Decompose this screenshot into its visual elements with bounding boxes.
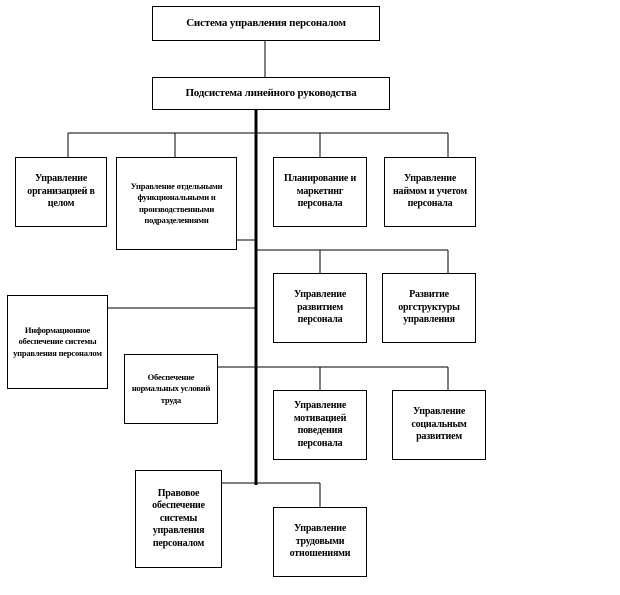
node-subsystem-label: Подсистема линейного руководства [185, 86, 357, 99]
node-org-mgmt: Управление организацией в целом [15, 157, 107, 227]
node-development-label: Управление развитием персонала [293, 289, 347, 326]
node-hiring: Управление наймом и учетом персонала [384, 157, 476, 227]
node-structure: Развитие оргструктуры управления [382, 273, 476, 343]
node-hiring-label: Управление наймом и учетом персонала [392, 173, 468, 210]
node-conditions: Обеспечение нормальных условий труда [124, 354, 218, 424]
node-planning-label: Планирование и маркетинг персонала [283, 173, 357, 210]
node-planning: Планирование и маркетинг персонала [273, 157, 367, 227]
node-legal: Правовое обеспечение системы управления … [135, 470, 222, 568]
node-structure-label: Развитие оргструктуры управления [398, 289, 460, 326]
node-motivation-label: Управление мотивацией поведения персонал… [293, 400, 347, 449]
node-func-mgmt: Управление отдельными функциональными и … [116, 157, 237, 250]
node-root: Система управления персоналом [152, 6, 380, 41]
node-org-mgmt-label: Управление организацией в целом [27, 173, 95, 210]
node-conditions-label: Обеспечение нормальных условий труда [131, 372, 211, 405]
node-legal-label: Правовое обеспечение системы управления … [152, 487, 205, 549]
node-development: Управление развитием персонала [273, 273, 367, 343]
node-root-label: Система управления персоналом [186, 16, 346, 29]
node-info-label: Информационное обеспечение системы управ… [13, 325, 102, 358]
node-func-mgmt-label: Управление отдельными функциональными и … [130, 181, 223, 225]
node-info: Информационное обеспечение системы управ… [7, 295, 108, 389]
node-labor-label: Управление трудовыми отношениями [289, 523, 351, 560]
node-subsystem: Подсистема линейного руководства [152, 77, 390, 110]
node-social: Управление социальным развитием [392, 390, 486, 460]
node-labor: Управление трудовыми отношениями [273, 507, 367, 577]
node-motivation: Управление мотивацией поведения персонал… [273, 390, 367, 460]
node-social-label: Управление социальным развитием [411, 406, 467, 443]
